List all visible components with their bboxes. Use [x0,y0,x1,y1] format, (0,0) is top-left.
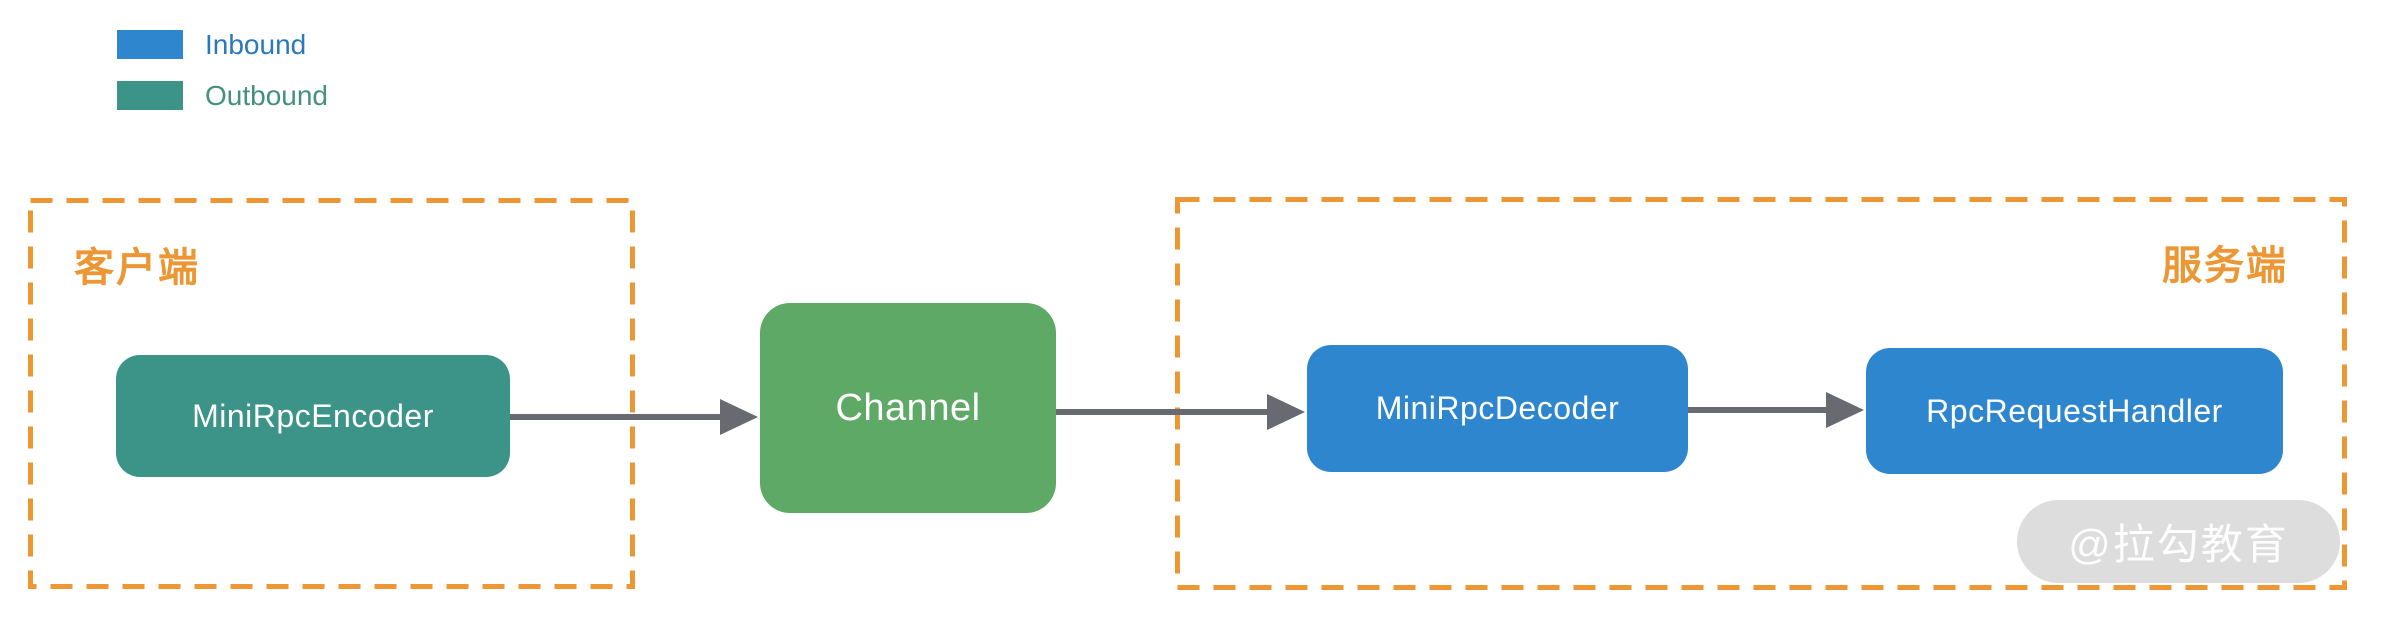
server-group-border [1175,197,2347,590]
node-minirpcencoder: MiniRpcEncoder [116,355,510,477]
arrow-encoder-to-channel [510,399,758,435]
outbound-color-swatch [117,81,183,110]
arrow-channel-to-decoder [1056,394,1305,430]
node-channel: Channel [760,303,1056,513]
inbound-color-swatch [117,30,183,59]
node-channel-label: Channel [835,386,981,429]
legend: Inbound Outbound [117,30,328,110]
node-rpcrequesthandler: RpcRequestHandler [1866,348,2283,474]
legend-label-inbound: Inbound [205,28,307,60]
node-rpcrequesthandler-label: RpcRequestHandler [1926,392,2223,429]
client-group-label: 客户端 [74,246,200,290]
watermark-badge: @拉勾教育 [2017,500,2340,583]
arrow-decoder-to-handler [1688,392,1864,428]
legend-item-outbound: Outbound [117,81,328,110]
legend-item-inbound: Inbound [117,30,328,59]
client-group-border [28,198,635,589]
server-group-label: 服务端 [2162,244,2288,288]
node-minirpcdecoder-label: MiniRpcDecoder [1375,390,1620,426]
legend-label-outbound: Outbound [205,79,328,111]
node-minirpcdecoder: MiniRpcDecoder [1307,345,1688,472]
node-minirpcencoder-label: MiniRpcEncoder [192,397,434,434]
watermark-text: @拉勾教育 [2068,521,2289,568]
